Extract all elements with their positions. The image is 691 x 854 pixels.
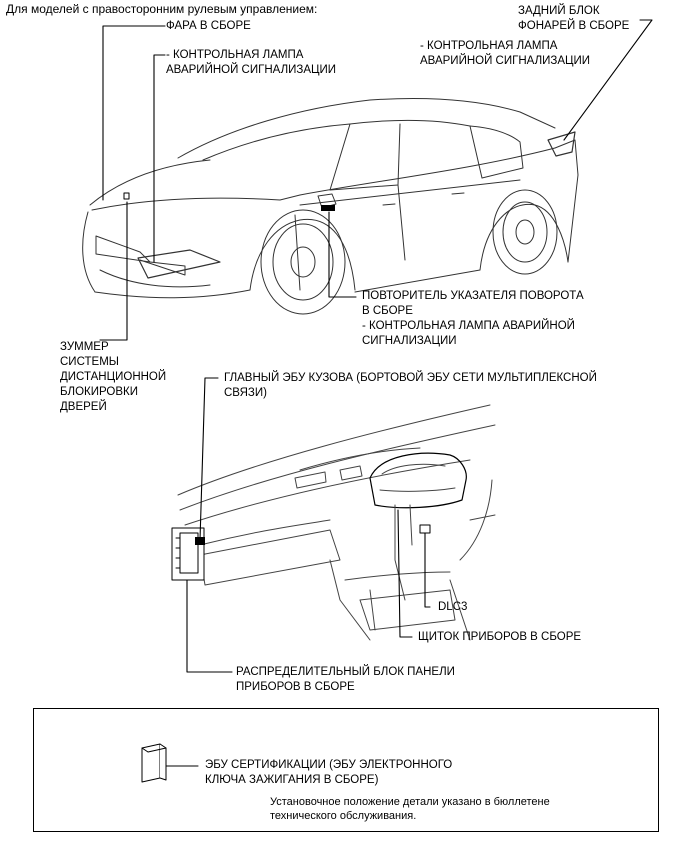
label-certification-ecu: ЭБУ СЕРТИФИКАЦИИ (ЭБУ ЭЛЕКТРОННОГО КЛЮЧА… [205, 759, 453, 786]
label-dlc3: DLC3 [438, 601, 468, 613]
header-note: Для моделей с правосторонним рулевым упр… [6, 2, 318, 16]
car-leader-lines [99, 19, 653, 341]
service-bulletin-note: Установочное положение детали указано в … [270, 796, 550, 822]
certification-ecu-box [33, 708, 659, 832]
label-turn-repeater: ПОВТОРИТЕЛЬ УКАЗАТЕЛЯ ПОВОРОТА В СБОРЕ -… [362, 290, 584, 347]
label-junction-block: РАСПРЕДЕЛИТЕЛЬНЫЙ БЛОК ПАНЕЛИ ПРИБОРОВ В… [236, 666, 455, 693]
label-main-body-ecu: ГЛАВНЫЙ ЭБУ КУЗОВА (БОРТОВОЙ ЭБУ СЕТИ МУ… [224, 372, 597, 399]
label-combination-meter: ЩИТОК ПРИБОРОВ В СБОРЕ [418, 631, 582, 643]
label-headlight-note: - КОНТРОЛЬНАЯ ЛАМПА АВАРИЙНОЙ СИГНАЛИЗАЦ… [166, 49, 337, 76]
car-illustration [82, 98, 579, 315]
label-rear-lamp-note: - КОНТРОЛЬНАЯ ЛАМПА АВАРИЙНОЙ СИГНАЛИЗАЦ… [420, 40, 591, 67]
label-headlight: ФАРА В СБОРЕ [166, 20, 251, 32]
dashboard-leader-lines [186, 377, 431, 673]
label-buzzer: ЗУММЕР СИСТЕМЫ ДИСТАНЦИОННОЙ БЛОКИРОВКИ … [60, 341, 167, 413]
cert-ecu-illustration [141, 743, 199, 783]
label-rear-lamp: ЗАДНИЙ БЛОК ФОНАРЕЙ В СБОРЕ [518, 5, 630, 32]
junction-block [171, 527, 205, 581]
